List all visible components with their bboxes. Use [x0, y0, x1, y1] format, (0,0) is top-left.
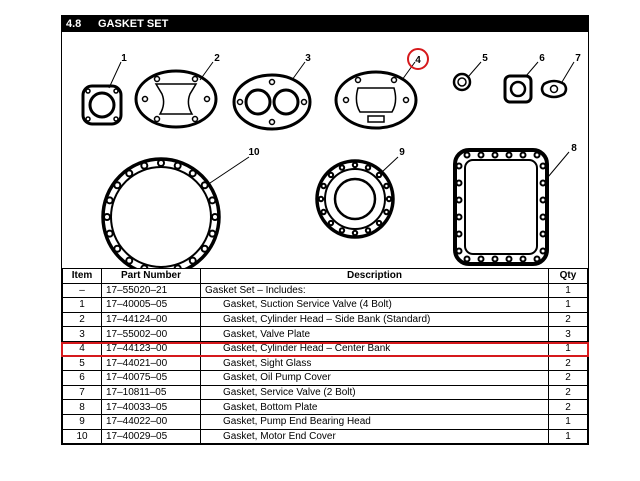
cell-qty: 2 — [548, 384, 588, 401]
cell-qty: 1 — [548, 282, 588, 299]
cell-item: 5 — [62, 355, 102, 372]
cell-qty: 2 — [548, 311, 588, 328]
gasket-10-icon — [101, 157, 221, 277]
cell-qty: 1 — [548, 413, 588, 430]
cell-part: 17–44021–00 — [101, 355, 201, 372]
cell-part: 17–10811–05 — [101, 384, 201, 401]
cell-desc: Gasket Set – Includes: — [200, 282, 549, 299]
cell-desc: Gasket, Suction Service Valve (4 Bolt) — [200, 297, 549, 313]
col-description-header: Description — [200, 268, 549, 284]
callout-3-label: 3 — [305, 53, 311, 64]
gasket-9-icon — [315, 159, 395, 239]
cell-qty: 1 — [548, 428, 588, 445]
gasket-8-icon — [453, 148, 549, 266]
cell-item: 2 — [62, 311, 102, 328]
gasket-diagram: 1 2 3 4 5 6 7 8 9 10 — [81, 48, 581, 277]
table-header-row: Item Part Number Description Qty — [62, 268, 588, 284]
cell-desc: Gasket, Cylinder Head – Center Bank — [200, 340, 549, 357]
cell-qty: 3 — [548, 326, 588, 342]
cell-item: 1 — [62, 297, 102, 313]
section-title: GASKET SET — [98, 18, 169, 30]
cell-desc: Gasket, Bottom Plate — [200, 399, 549, 415]
cell-part: 17–40005–05 — [101, 297, 201, 313]
cell-qty: 2 — [548, 370, 588, 386]
gasket-set-figure: 4.8 GASKET SET — [61, 15, 589, 445]
cell-part: 17–44123–00 — [101, 340, 201, 357]
gasket-6-icon — [503, 74, 533, 104]
cell-qty: 1 — [548, 340, 588, 357]
callout-7-label: 7 — [575, 53, 581, 64]
cell-desc: Gasket, Motor End Cover — [200, 428, 549, 445]
cell-desc: Gasket, Pump End Bearing Head — [200, 413, 549, 430]
col-part-number-header: Part Number — [101, 268, 201, 284]
cell-part: 17–40075–05 — [101, 370, 201, 386]
callout-6-label: 6 — [539, 53, 545, 64]
callout-10-label: 10 — [248, 147, 260, 158]
cell-part: 17–44124–00 — [101, 311, 201, 328]
cell-item: – — [62, 282, 102, 299]
col-qty-header: Qty — [548, 268, 588, 284]
cell-desc: Gasket, Oil Pump Cover — [200, 370, 549, 386]
callout-4-label: 4 — [415, 55, 421, 66]
cell-item: 8 — [62, 399, 102, 415]
cell-desc: Gasket, Cylinder Head – Side Bank (Stand… — [200, 311, 549, 328]
gasket-1-icon — [81, 84, 123, 126]
callout-2-label: 2 — [214, 53, 220, 64]
cell-desc: Gasket, Sight Glass — [200, 355, 549, 372]
cell-part: 17–44022–00 — [101, 413, 201, 430]
cell-item: 7 — [62, 384, 102, 401]
gasket-7-icon — [540, 79, 568, 99]
callout-1-label: 1 — [121, 53, 127, 64]
cell-item: 6 — [62, 370, 102, 386]
gasket-3-icon — [232, 73, 312, 131]
cell-part: 17–55002–00 — [101, 326, 201, 342]
section-header: 4.8 GASKET SET — [62, 16, 588, 32]
gasket-4-icon — [334, 70, 418, 130]
cell-qty: 2 — [548, 355, 588, 372]
gasket-2-icon — [134, 69, 218, 129]
cell-desc: Gasket, Valve Plate — [200, 326, 549, 342]
cell-desc: Gasket, Service Valve (2 Bolt) — [200, 384, 549, 401]
cell-qty: 2 — [548, 399, 588, 415]
cell-part: 17–40029–05 — [101, 428, 201, 445]
cell-item: 10 — [62, 428, 102, 445]
col-item-header: Item — [62, 268, 102, 284]
callout-9-label: 9 — [399, 147, 405, 158]
cell-part: 17–55020–21 — [101, 282, 201, 299]
cell-item: 4 — [62, 340, 102, 357]
callout-5-label: 5 — [482, 53, 488, 64]
callout-4-highlight-circle — [407, 48, 429, 70]
callout-8-label: 8 — [571, 143, 577, 154]
section-number: 4.8 — [66, 18, 82, 30]
cell-qty: 1 — [548, 297, 588, 313]
gasket-5-icon — [452, 72, 472, 92]
cell-item: 3 — [62, 326, 102, 342]
parts-table: Item Part Number Description Qty –17–550… — [62, 268, 588, 445]
cell-item: 9 — [62, 413, 102, 430]
cell-part: 17–40033–05 — [101, 399, 201, 415]
